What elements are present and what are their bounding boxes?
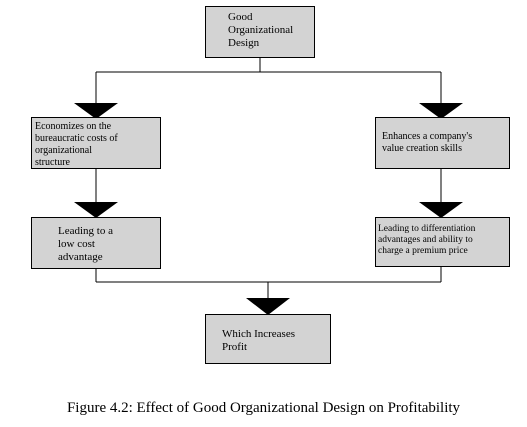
node-text-line: advantage bbox=[58, 251, 103, 263]
node-text-line: Leading to a bbox=[58, 225, 113, 237]
figure-caption: Figure 4.2: Effect of Good Organizationa… bbox=[66, 400, 461, 416]
node-text-line: Good bbox=[228, 11, 253, 23]
node-text-line: Profit bbox=[222, 341, 248, 353]
arrow-left-2 bbox=[74, 202, 118, 218]
node-text-line: Enhances a company's bbox=[382, 131, 473, 142]
node-text-line: value creation skills bbox=[382, 143, 462, 154]
node-differentiation-advantages: Leading to differentiation advantages an… bbox=[375, 217, 510, 267]
node-text-line: bureaucratic costs of bbox=[35, 133, 118, 144]
arrow-left-1 bbox=[74, 103, 118, 119]
node-low-cost-advantage: Leading to a low cost advantage bbox=[31, 217, 161, 269]
node-text-line: Economizes on the bbox=[35, 121, 112, 132]
node-text-line: Organizational bbox=[228, 24, 294, 36]
node-enhances-value-creation: Enhances a company's value creation skil… bbox=[375, 117, 510, 169]
node-text-line: low cost bbox=[58, 238, 95, 250]
node-text-line: charge a premium price bbox=[378, 246, 468, 256]
arrow-bottom bbox=[246, 298, 290, 315]
node-economizes-bureaucratic-costs: Economizes on the bureaucratic costs of … bbox=[31, 117, 161, 169]
node-text-line: advantages and ability to bbox=[378, 235, 473, 245]
node-increases-profit: Which Increases Profit bbox=[205, 314, 331, 364]
arrow-right-1 bbox=[419, 103, 463, 119]
node-text-line: Leading to differentiation bbox=[378, 224, 476, 234]
node-text-line: Design bbox=[228, 37, 260, 49]
arrow-right-2 bbox=[419, 202, 463, 218]
node-text-line: organizational bbox=[35, 145, 93, 156]
node-text-line: structure bbox=[35, 157, 70, 168]
node-text-line: Which Increases bbox=[222, 328, 295, 340]
node-good-organizational-design: Good Organizational Design bbox=[205, 6, 315, 58]
